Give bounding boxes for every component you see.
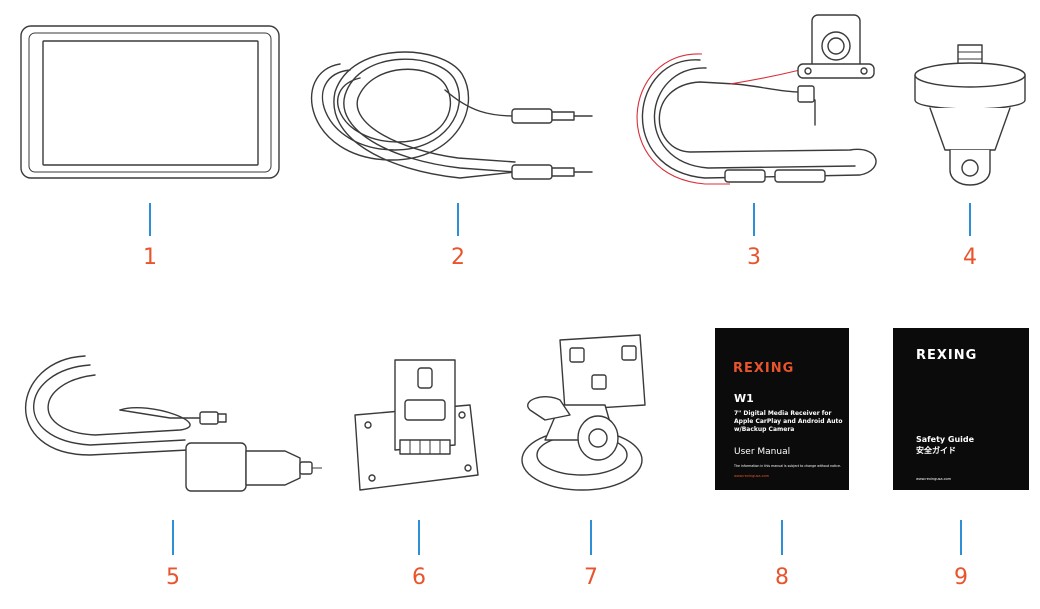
item-number-1: 1 (143, 245, 157, 270)
item-number-5: 5 (166, 565, 180, 590)
manual-model: W1 (734, 392, 754, 405)
suction-mount-illustration (521, 334, 646, 491)
safety-title-jp: 安全ガイド (916, 445, 956, 455)
mount-adapter-illustration (914, 44, 1026, 186)
item-number-6: 6 (412, 565, 426, 590)
safety-guide-booklet: REXING Safety Guide 安全ガイド www.rexingusa.… (893, 328, 1029, 490)
aux-cable-illustration (310, 51, 593, 180)
manual-description-line-3: w/Backup Camera (734, 426, 794, 433)
manual-website: www.rexingusa.com (734, 474, 770, 478)
manual-title: User Manual (734, 447, 790, 457)
manual-brand: REXING (733, 361, 794, 376)
item-number-4: 4 (963, 245, 977, 270)
safety-title: Safety Guide (916, 435, 975, 444)
manual-description-line-2: Apple CarPlay and Android Auto (734, 418, 843, 425)
backup-camera-illustration (636, 14, 877, 185)
item-number-2: 2 (451, 245, 465, 270)
item-number-3: 3 (747, 245, 761, 270)
item-number-9: 9 (954, 565, 968, 590)
user-manual-booklet: REXING W1 7" Digital Media Receiver for … (715, 328, 849, 490)
display-unit-illustration (20, 25, 280, 179)
car-charger-illustration (25, 355, 322, 492)
item-number-8: 8 (775, 565, 789, 590)
safety-website: www.rexingusa.com (916, 477, 952, 481)
manual-description-line-1: 7" Digital Media Receiver for (734, 410, 832, 417)
mounting-bracket-illustration (354, 359, 479, 491)
manual-footer-note: The information in this manual is subjec… (733, 464, 841, 468)
safety-brand: REXING (916, 348, 977, 363)
item-number-7: 7 (584, 565, 598, 590)
